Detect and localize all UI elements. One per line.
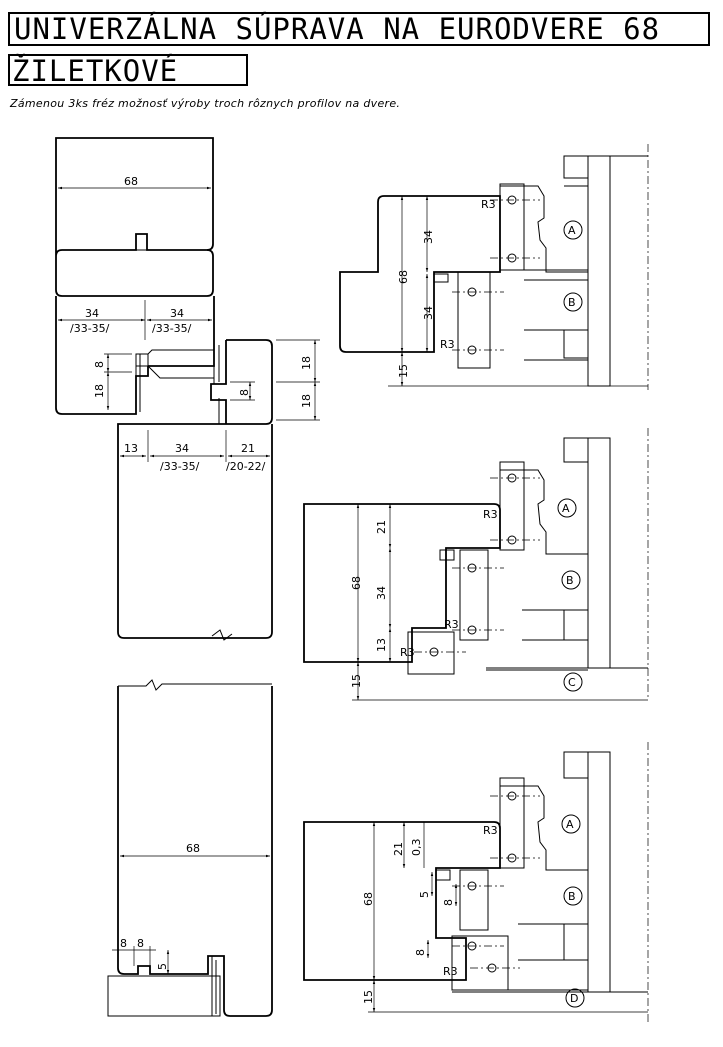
dim-5-lower: 5: [156, 963, 169, 970]
frame-profile-upper: 18 18 8 13 34 /33-35/ 21 /20-22/: [117, 339, 320, 641]
dim-34-left: 34: [85, 307, 99, 320]
setup3-dim-15: 15: [362, 990, 375, 1004]
setup2-cutter-a: A: [562, 502, 570, 515]
dim-frame-8: 8: [238, 389, 251, 396]
setup3-cutter-b: B: [568, 890, 576, 903]
setup2-dim-13: 13: [375, 638, 388, 652]
description-text: Zámenou 3ks fréz možnosť výroby troch rô…: [10, 97, 401, 110]
setup3-dim-68: 68: [362, 892, 375, 906]
cutter-setup-1: 34 68 34 15 R3 R3 A B: [339, 144, 649, 390]
dim-34-right-tol: /33-35/: [152, 322, 192, 335]
cutter-setup-3: 21 0,3 68 5 8 8 15 R3 R3 A B D: [303, 742, 649, 1024]
setup2-dim-21: 21: [375, 520, 388, 534]
dim-34-right: 34: [170, 307, 184, 320]
setup1-cutter-a: A: [568, 224, 576, 237]
setup3-dim-0-3: 0,3: [410, 839, 423, 857]
dim-8b-lower: 8: [137, 937, 144, 950]
setup2-r3-middle: R3: [444, 618, 459, 631]
door-profile-lower: 68 8 8 5: [107, 679, 273, 1017]
setup3-dim-21: 21: [392, 842, 405, 856]
setup3-dim-5: 5: [418, 891, 431, 898]
setup3-cutter-a: A: [566, 818, 574, 831]
dim-68-top: 68: [124, 175, 138, 188]
dim-34-bottom: 34: [175, 442, 189, 455]
leaf-profile-upper: 68 34 /33-35/ 34 /33-35/ 8 18: [55, 137, 215, 415]
dim-18: 18: [93, 384, 106, 398]
dim-13: 13: [124, 442, 138, 455]
setup2-cutter-b: B: [566, 574, 574, 587]
setup2-r3-lower: R3: [400, 646, 415, 659]
setup1-r3-lower: R3: [440, 338, 455, 351]
setup1-cutter-b: B: [568, 296, 576, 309]
setup2-dim-15: 15: [350, 674, 363, 688]
setup1-dim-34-upper: 34: [422, 230, 435, 244]
setup3-dim-8-lower: 8: [414, 949, 427, 956]
setup2-cutter-c: C: [568, 676, 576, 689]
setup3-cutter-d: D: [570, 992, 578, 1005]
main-title: UNIVERZÁLNA SÚPRAVA NA EURODVERE 68: [8, 12, 710, 46]
dim-34-left-tol: /33-35/: [70, 322, 110, 335]
dim-8a-lower: 8: [120, 937, 127, 950]
dim-21-bottom-tol: /20-22/: [226, 460, 266, 473]
setup1-dim-68: 68: [397, 270, 410, 284]
cutter-setup-2: 21 68 34 13 15 R3 R3 R3 A B C: [303, 428, 649, 701]
setup2-dim-34: 34: [375, 586, 388, 600]
sub-title-box: ŽILETKOVÉ: [8, 54, 248, 86]
setup3-r3-lower: R3: [443, 965, 458, 978]
setup3-r3-upper: R3: [483, 824, 498, 837]
dim-68-lower: 68: [186, 842, 200, 855]
setup2-dim-68: 68: [350, 576, 363, 590]
setup1-r3-upper: R3: [481, 198, 496, 211]
setup1-dim-15: 15: [397, 364, 410, 378]
dim-8: 8: [93, 361, 106, 368]
setup3-dim-8-upper: 8: [442, 899, 455, 906]
dim-21-bottom: 21: [241, 442, 255, 455]
setup2-r3-upper: R3: [483, 508, 498, 521]
dim-34-bottom-tol: /33-35/: [160, 460, 200, 473]
dim-frame-18-upper: 18: [300, 356, 313, 370]
setup1-dim-34-lower: 34: [422, 306, 435, 320]
dim-frame-18-lower: 18: [300, 394, 313, 408]
